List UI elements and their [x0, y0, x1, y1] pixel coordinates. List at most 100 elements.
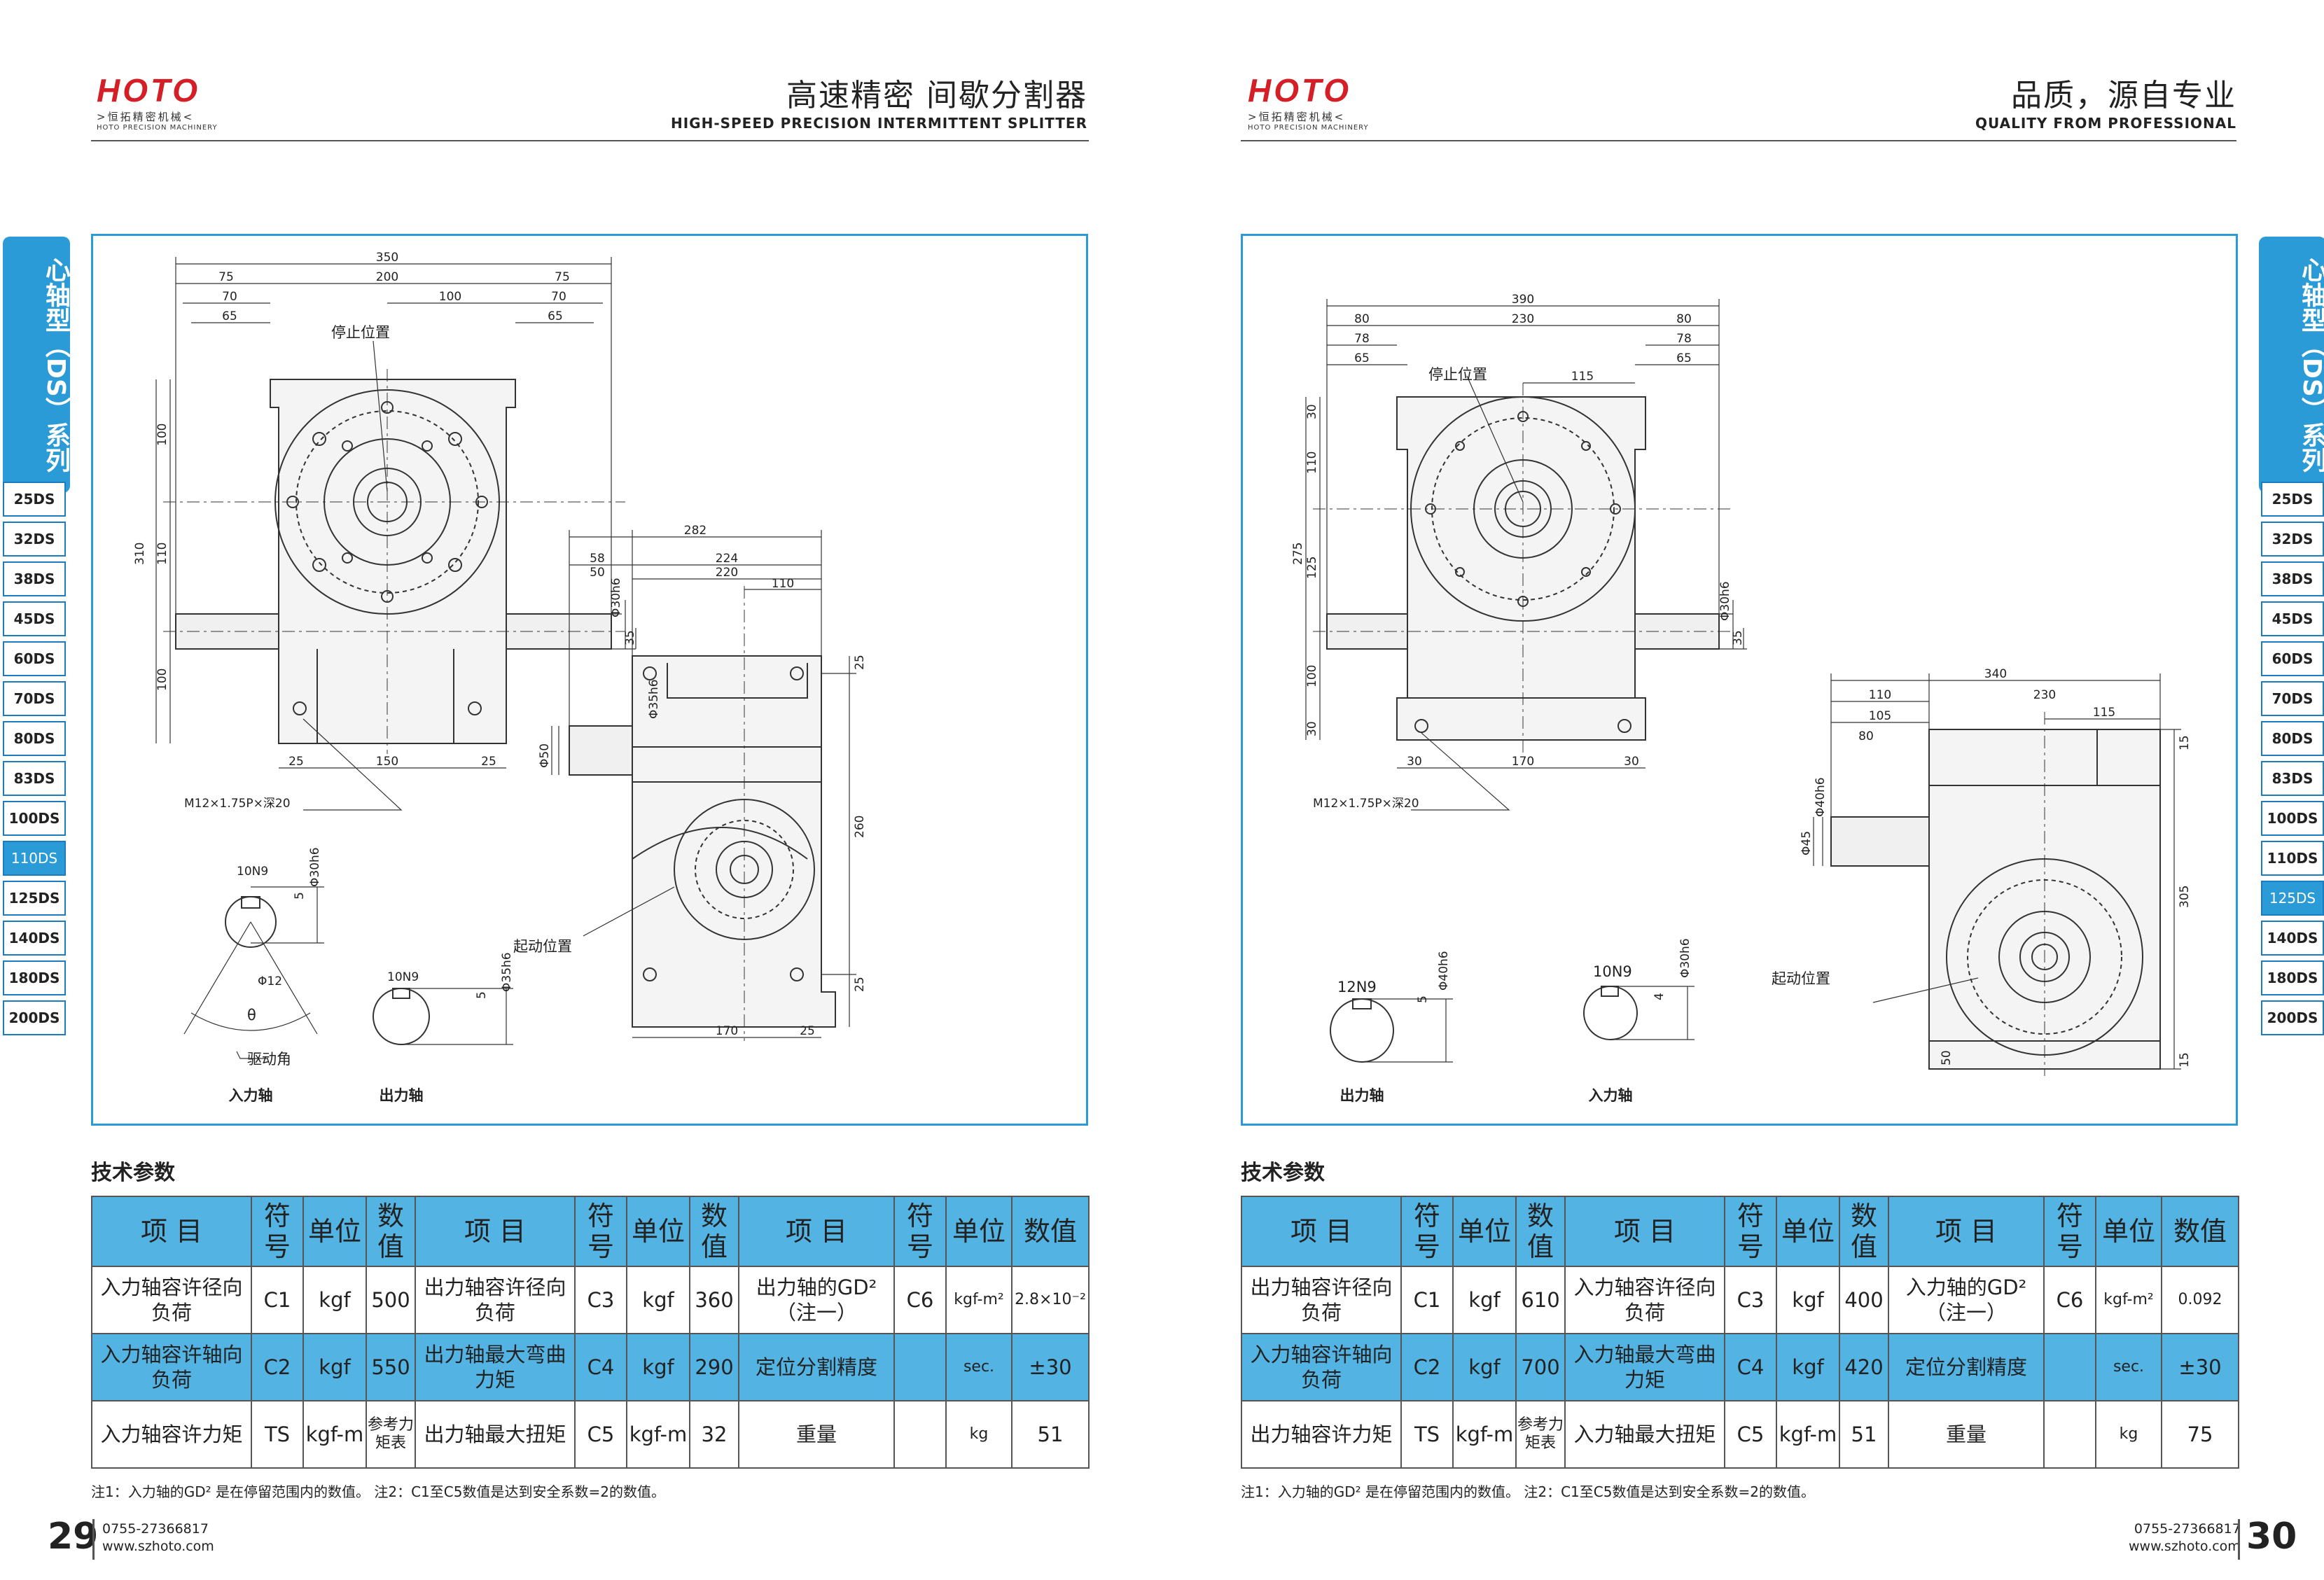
- page-number-left: 29: [48, 1516, 99, 1558]
- series-nav-item-110ds[interactable]: 110DS: [3, 841, 66, 876]
- series-nav-item-100ds[interactable]: 100DS: [2261, 801, 2324, 836]
- table-cell: C5: [1724, 1400, 1777, 1469]
- table-cell: 入力轴容许径向负荷: [91, 1266, 252, 1334]
- table-cell: ±30: [1011, 1333, 1090, 1401]
- table-cell: C4: [574, 1333, 627, 1401]
- table-cell: kgf-m²: [2095, 1266, 2162, 1334]
- series-nav-item-200ds[interactable]: 200DS: [2261, 1000, 2324, 1035]
- footer-divider-left: [92, 1519, 95, 1560]
- logo-mark: HOTO: [97, 72, 201, 109]
- series-nav-item-140ds[interactable]: 140DS: [3, 921, 66, 956]
- dim-h275: 275: [1291, 543, 1305, 565]
- dim-h30-top: 30: [1305, 404, 1319, 419]
- section-title-left: 技术参数: [91, 1161, 175, 1185]
- dim-25-top: 25: [853, 655, 867, 670]
- title-cn: 高速精密 间歇分割器: [786, 78, 1087, 113]
- table-cell: kgf-m: [1452, 1400, 1517, 1469]
- series-nav-item-100ds[interactable]: 100DS: [3, 801, 66, 836]
- table-cell: [893, 1333, 947, 1401]
- series-nav-left: 25DS 32DS 38DS 45DS 60DS 70DS 80DS 83DS 100DS 110…: [3, 482, 66, 1040]
- series-nav-item-60ds[interactable]: 60DS: [3, 641, 66, 676]
- series-nav-item-32ds[interactable]: 32DS: [3, 522, 66, 557]
- output-key-depth: 5: [475, 991, 489, 999]
- page-number-right: 30: [2246, 1516, 2297, 1558]
- dim-bot-25-left: 25: [288, 755, 304, 769]
- drive-angle-label: 驱动角: [247, 1051, 291, 1068]
- dim-224: 224: [716, 552, 738, 566]
- dim-left-78: 78: [1354, 332, 1370, 346]
- table-cell: 51: [1839, 1400, 1889, 1469]
- dim-phi30h6: Φ30h6: [1718, 581, 1732, 621]
- theta-label: θ: [247, 1007, 256, 1023]
- series-tab-right: 心轴型（DS）系列: [2259, 237, 2324, 493]
- table-header-cell: 数值: [689, 1196, 739, 1267]
- dim-h125: 125: [1305, 557, 1319, 579]
- section-title-right: 技术参数: [1241, 1161, 1325, 1185]
- table-cell: 参考力矩表: [366, 1400, 416, 1469]
- series-nav-item-25ds[interactable]: 25DS: [2261, 482, 2324, 517]
- thread-label: M12×1.75P×深20: [184, 797, 291, 811]
- dim-left-65: 65: [222, 309, 237, 323]
- dim-220: 220: [716, 566, 738, 580]
- table-cell: 入力轴的GD²（注一）: [1888, 1266, 2045, 1334]
- series-nav-item-38ds[interactable]: 38DS: [3, 561, 66, 596]
- series-nav-item-140ds[interactable]: 140DS: [2261, 921, 2324, 956]
- table-cell: kgf: [1776, 1333, 1840, 1401]
- dim-170: 170: [716, 1024, 738, 1038]
- table-cell: [2043, 1333, 2096, 1401]
- series-nav-item-200ds[interactable]: 200DS: [3, 1000, 66, 1035]
- dim-bot-150: 150: [376, 755, 398, 769]
- series-nav-item-80ds[interactable]: 80DS: [2261, 721, 2324, 756]
- table-cell: C5: [574, 1400, 627, 1469]
- series-nav-item-125ds[interactable]: 125DS: [3, 881, 66, 916]
- table-cell: 420: [1839, 1333, 1889, 1401]
- output-key-dia: Φ35h6: [500, 952, 514, 992]
- table-header-row: 项 目符号单位数值项 目符号单位数值项 目符号单位数值: [91, 1196, 1090, 1267]
- series-nav-item-83ds[interactable]: 83DS: [3, 761, 66, 796]
- dim-50-side: 50: [1940, 1050, 1954, 1065]
- table-header-row: 项 目符号单位数值项 目符号单位数值项 目符号单位数值: [1241, 1196, 2239, 1267]
- series-nav-item-70ds[interactable]: 70DS: [2261, 681, 2324, 716]
- series-nav-item-180ds[interactable]: 180DS: [3, 960, 66, 995]
- series-nav-item-45ds[interactable]: 45DS: [2261, 601, 2324, 636]
- dim-340: 340: [1984, 667, 2007, 681]
- hoto-logo-left: HOTO >恒拓精密机械< HOTO PRECISION MACHINERY: [97, 71, 218, 132]
- series-nav-item-180ds[interactable]: 180DS: [2261, 960, 2324, 995]
- output-key-label: 12N9: [1337, 979, 1377, 995]
- dim-350: 350: [376, 251, 398, 265]
- dim-phi35h6: Φ35h6: [647, 679, 661, 719]
- table-header-cell: 数值: [1839, 1196, 1889, 1267]
- dim-25-bot: 25: [853, 977, 867, 992]
- table-cell: 定位分割精度: [738, 1333, 895, 1401]
- table-header-cell: 项 目: [738, 1196, 895, 1267]
- table-header-cell: 项 目: [415, 1196, 576, 1267]
- series-nav-item-32ds[interactable]: 32DS: [2261, 522, 2324, 557]
- series-nav-item-70ds[interactable]: 70DS: [3, 681, 66, 716]
- table-header-cell: 数值: [1515, 1196, 1566, 1267]
- table-cell: 入力轴最大弯曲力矩: [1564, 1333, 1725, 1401]
- dim-h100: 100: [1305, 665, 1319, 687]
- table-header-cell: 项 目: [1241, 1196, 1402, 1267]
- table-header-cell: 单位: [302, 1196, 367, 1267]
- dim-110: 110: [772, 577, 794, 591]
- table-header-cell: 数值: [2161, 1196, 2239, 1267]
- series-nav-item-80ds[interactable]: 80DS: [3, 721, 66, 756]
- input-key-depth: 4: [1652, 993, 1667, 1000]
- table-cell: kgf: [1452, 1333, 1517, 1401]
- series-nav-item-45ds[interactable]: 45DS: [3, 601, 66, 636]
- table-header-cell: 符号: [251, 1196, 304, 1267]
- series-nav-item-110ds[interactable]: 110DS: [2261, 841, 2324, 876]
- stop-position-label: 停止位置: [1428, 366, 1487, 383]
- page-title-right: 品质，源自专业 QUALITY FROM PROFESSIONAL: [1975, 70, 2236, 132]
- series-nav-item-38ds[interactable]: 38DS: [2261, 561, 2324, 596]
- dim-right-75: 75: [555, 270, 570, 284]
- series-nav-item-83ds[interactable]: 83DS: [2261, 761, 2324, 796]
- table-cell: 出力轴容许径向负荷: [1241, 1266, 1402, 1334]
- table-cell: 入力轴容许轴向负荷: [91, 1333, 252, 1401]
- table-cell: kgf: [626, 1333, 690, 1401]
- series-nav-item-125ds[interactable]: 125DS: [2261, 881, 2324, 916]
- series-nav-item-25ds[interactable]: 25DS: [3, 482, 66, 517]
- table-header-cell: 符号: [1724, 1196, 1777, 1267]
- series-nav-item-60ds[interactable]: 60DS: [2261, 641, 2324, 676]
